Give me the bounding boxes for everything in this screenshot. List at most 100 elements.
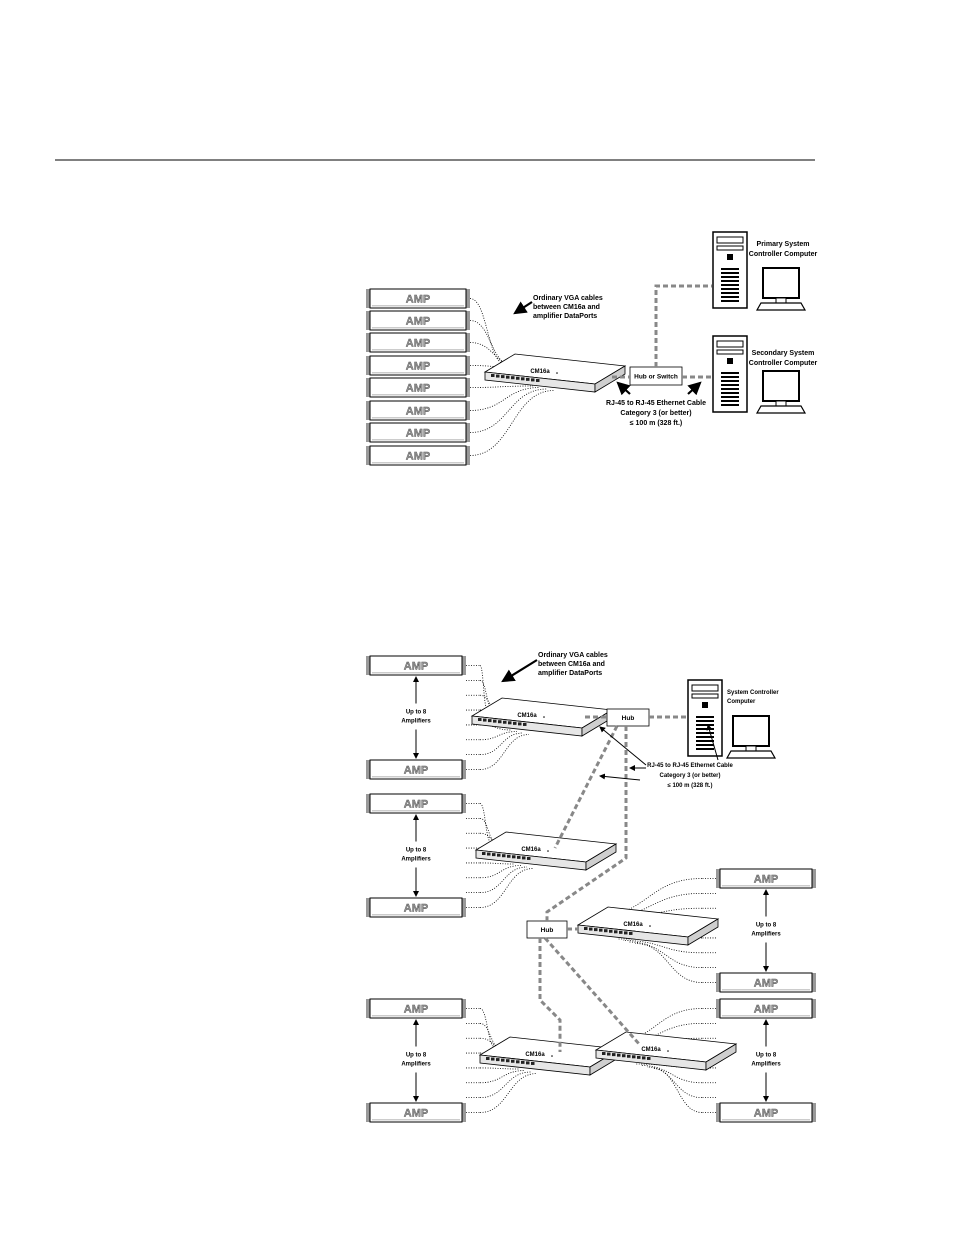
amp-unit: AMP	[366, 759, 466, 780]
amp-unit: AMP	[366, 377, 470, 398]
vga-cable	[479, 694, 500, 712]
amp-rack-ear	[462, 760, 466, 779]
tower-button	[727, 254, 733, 260]
vga-cable	[479, 803, 492, 843]
tower-vent	[721, 396, 739, 398]
cm16a-port	[527, 856, 531, 860]
tower-drive	[716, 236, 744, 244]
monitor-screen	[762, 370, 800, 402]
amp-label: AMP	[754, 1108, 778, 1120]
vga-cable	[479, 862, 516, 865]
cm16a-port	[584, 927, 588, 930]
cm16a-led	[649, 925, 651, 927]
range-label: Up to 8	[406, 710, 427, 716]
amp-unit: AMP	[366, 445, 470, 466]
cm16a-port	[516, 376, 520, 380]
tower-body	[687, 679, 723, 757]
amp-label: AMP	[754, 1004, 778, 1016]
amp-label: AMP	[406, 451, 430, 463]
monitor-base	[755, 405, 807, 414]
cm16a-side	[705, 1043, 737, 1071]
amp-base	[372, 810, 460, 812]
ethernet-note-arrow	[599, 773, 641, 781]
tower-vent	[721, 272, 739, 274]
tower-vent	[721, 400, 739, 402]
amp-unit: AMP	[716, 998, 816, 1019]
amp-label: AMP	[406, 316, 430, 328]
monitor-neck	[775, 400, 787, 407]
cm16a-port	[642, 1056, 646, 1060]
amp-base	[722, 1015, 810, 1017]
secondary-computer-label: Controller Computer	[749, 360, 818, 367]
amp-base	[372, 672, 460, 674]
amp-rack-ear	[466, 356, 470, 375]
ethernet-cable-hub2-cm16a	[538, 938, 562, 1052]
tower-vent	[721, 276, 739, 278]
tower-drive	[716, 349, 744, 355]
ethernet-note-arrow	[706, 724, 719, 761]
monitor-screen	[762, 267, 800, 299]
amp-unit: AMP	[716, 972, 816, 993]
amp-label: AMP	[404, 1108, 428, 1120]
cm16a-port	[627, 1054, 631, 1058]
vga-cable	[479, 865, 522, 879]
cm16a-label: CM16a	[641, 1047, 661, 1053]
amp-unit: AMP	[366, 332, 470, 353]
tower-vent	[721, 284, 739, 286]
tower-button	[727, 358, 733, 364]
cm16a-unit: CM16a	[576, 906, 720, 946]
amp-label: AMP	[406, 338, 430, 350]
amp-rack-ear	[366, 446, 370, 465]
vga-cable	[469, 298, 506, 365]
range-label-bg	[744, 916, 788, 943]
hub-box: Hub	[526, 920, 568, 939]
ethernet-note: RJ-45 to RJ-45 Ethernet Cable	[606, 400, 706, 407]
monitor-screen	[732, 715, 770, 747]
amp-body	[719, 972, 813, 993]
amp-rack-ear	[366, 289, 370, 308]
computer-tower-icon	[687, 679, 723, 757]
amp-body	[369, 332, 467, 353]
tower-vent	[696, 728, 714, 730]
cm16a-port	[609, 929, 613, 933]
amp-body	[369, 897, 463, 918]
tower-vent	[696, 716, 714, 718]
vga-note: amplifier DataPorts	[538, 670, 602, 677]
cm16a-port	[594, 928, 598, 932]
vga-note-arrow	[501, 659, 538, 683]
vga-cable	[479, 868, 534, 908]
tower-vent	[721, 380, 739, 382]
cm16a-side	[585, 843, 617, 871]
amp-rack-ear	[366, 333, 370, 352]
amp-label: AMP	[404, 661, 428, 673]
amp-label: AMP	[404, 903, 428, 915]
hub-label: Hub	[622, 715, 635, 722]
amp-rack-ear	[366, 378, 370, 397]
vga-note: Ordinary VGA cables	[538, 652, 608, 659]
ethernet-note-arrow	[599, 726, 647, 766]
amp-rack-ear	[812, 973, 816, 992]
computer-label: Computer	[727, 699, 756, 705]
amp-rack-ear	[812, 999, 816, 1018]
amp-unit: AMP	[366, 655, 466, 676]
cm16a-port	[617, 1053, 621, 1057]
amp-base	[372, 776, 460, 778]
amp-label: AMP	[406, 361, 430, 373]
vga-cable	[479, 1073, 538, 1113]
cm16a-port	[602, 1052, 606, 1055]
cm16a-port	[486, 1057, 490, 1060]
amp-unit: AMP	[716, 1102, 816, 1123]
ethernet-cable-hub-cm16a	[553, 725, 619, 849]
cm16a-unit: CM16a	[470, 697, 614, 737]
vga-cable	[652, 1068, 703, 1113]
monitor-neck	[745, 745, 757, 752]
cm16a-port	[531, 1061, 535, 1065]
tower-drive	[716, 340, 744, 348]
secondary-computer-label: Secondary System	[752, 350, 815, 357]
amp-rack-ear	[366, 656, 370, 675]
amp-body	[369, 355, 467, 376]
range-label-bg	[394, 703, 438, 730]
vga-note: Ordinary VGA cables	[533, 295, 603, 302]
cm16a-label: CM16a	[517, 713, 537, 719]
vga-cable	[646, 1066, 703, 1099]
